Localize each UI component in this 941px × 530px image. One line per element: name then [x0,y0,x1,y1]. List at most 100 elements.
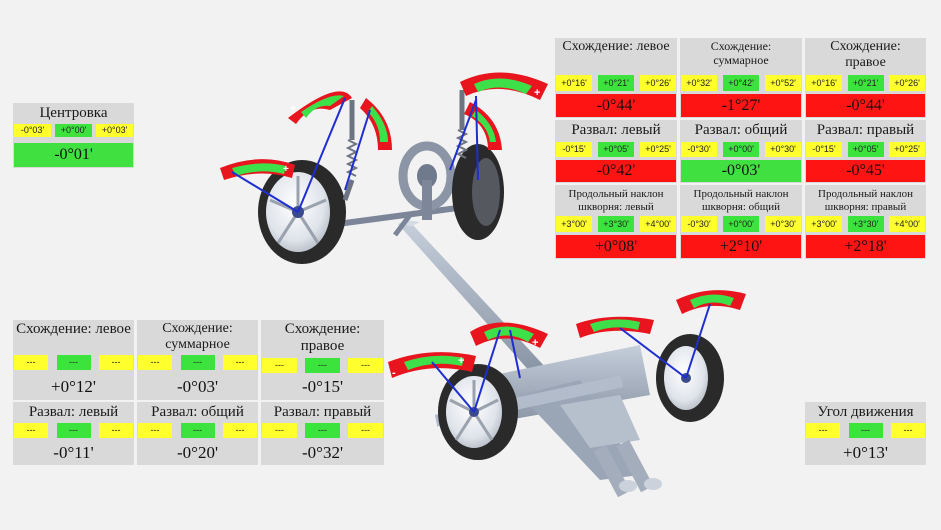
tolerance-min: -0°15' [556,142,592,157]
rear-toe-right-panel: Схождение: правое --- --- --- -0°15' [261,320,384,400]
rear-camber-total-panel: Развал: общий --- --- --- -0°20' [137,402,258,465]
tolerance-max: +0°25' [889,142,925,157]
front-camber-left-title: Развал: левый [571,122,661,138]
front-toe-right-value: -0°44' [806,94,925,117]
front-camber-right-tolerance: -0°15' +0°05' +0°25' [806,142,925,157]
rear-right-wheel [656,334,724,422]
rear-camber-left-tolerance: --- --- --- [14,423,133,438]
front-camber-total-tolerance: -0°30' +0°00' +0°30' [681,142,801,157]
tolerance-max: +4°00' [640,216,676,232]
front-camber-right-title: Развал: правый [816,122,915,138]
front-springs [342,90,469,201]
rear-toe-total-panel: Схождение: суммарное --- --- --- -0°03' [137,320,258,400]
front-caster-right-title-1: Продольный наклон [818,188,913,200]
front-toe-total-tolerance: +0°32' +0°42' +0°52' [681,75,801,91]
gauge-plus-mark: + [532,337,538,349]
front-toe-total-value: -1°27' [681,94,801,117]
rear-left-wheel [438,364,518,460]
tolerance-max: +0°30' [765,216,801,232]
front-camber-total-title: Развал: общий [694,122,788,138]
tolerance-min: --- [262,358,297,373]
rear-camber-total-title: Развал: общий [151,404,244,420]
front-caster-left-value: +0°08' [556,235,676,258]
tolerance-nominal: +0°21' [847,75,884,91]
rear-toe-right-title-1: Схождение: [284,321,361,337]
tolerance-max: --- [99,423,133,438]
rear-camber-left-panel: Развал: левый --- --- --- -0°11' [13,402,134,465]
tolerance-max: --- [223,423,257,438]
front-toe-left-panel: Схождение: левое +0°16' +0°21' +0°26' -0… [555,38,677,118]
tolerance-min: --- [262,423,297,438]
rear-camber-total-value: -0°20' [138,441,257,465]
tolerance-min: +0°32' [681,75,717,91]
tolerance-nominal: --- [305,423,340,438]
tolerance-nominal: --- [180,423,215,438]
thrust-angle-title: Угол движения [817,404,914,420]
gauge-plus-mark: + [283,164,289,175]
front-caster-right-tolerance: +3°00' +3°30' +4°00' [806,216,925,232]
front-camber-left-tolerance: -0°15' +0°05' +0°25' [556,142,676,157]
front-toe-right-title-1: Схождение: [830,39,901,54]
tolerance-max: --- [223,355,257,370]
front-caster-right-value: +2°18' [806,235,925,258]
rear-toe-total-title-2: суммарное [165,337,230,353]
tolerance-nominal: +0°00' [723,142,759,157]
rear-toe-left-title: Схождение: левое [16,321,131,337]
tolerance-nominal: --- [305,358,340,373]
front-camber-total-value: -0°03' [681,160,801,182]
front-caster-left-title-1: Продольный наклон [568,188,664,200]
thrust-angle-tolerance: --- --- --- [806,423,925,438]
tolerance-min: +3°00' [806,216,842,232]
rear-toe-right-title-2: правое [300,338,345,355]
centering-tolerance: -0°03' +0°00' +0°03' [14,124,133,137]
tolerance-min: -0°30' [681,142,717,157]
front-caster-left-panel: Продольный наклон шкворня: левый +3°00' … [555,185,677,259]
rear-toe-left-value: +0°12' [14,375,133,399]
front-camber-left-panel: Развал: левый -0°15' +0°05' +0°25' -0°42… [555,120,677,183]
tolerance-nominal: --- [180,355,215,370]
tolerance-max: +0°30' [765,142,801,157]
front-toe-total-title-1: Схождение: [710,39,772,53]
front-caster-total-title-1: Продольный наклон [693,188,789,200]
front-caster-total-title-2: шкворня: общий [701,200,781,213]
rear-camber-left-value: -0°11' [14,441,133,465]
tolerance-max: +0°03' [96,124,133,137]
tolerance-nominal: +0°00' [723,216,759,232]
rear-measure-lines [431,303,711,413]
tolerance-nominal: +0°05' [847,142,884,157]
front-toe-left-title: Схождение: левое [562,39,670,54]
tolerance-max: --- [348,423,383,438]
tolerance-max: +0°26' [640,75,676,91]
tolerance-max: +4°00' [889,216,925,232]
tolerance-min: +3°00' [556,216,592,232]
front-camber-right-panel: Развал: правый -0°15' +0°05' +0°25' -0°4… [805,120,926,183]
tolerance-min: --- [14,423,48,438]
front-toe-total-panel: Схождение: суммарное +0°32' +0°42' +0°52… [680,38,802,118]
front-camber-total-panel: Развал: общий -0°30' +0°00' +0°30' -0°03… [680,120,802,183]
tolerance-nominal: --- [56,355,91,370]
front-left-wheel [258,160,346,264]
front-caster-total-value: +2°10' [681,235,801,258]
tolerance-min: --- [14,355,48,370]
centering-panel: Центровка -0°03' +0°00' +0°03' -0°01' [13,103,134,168]
tolerance-max: +0°25' [640,142,676,157]
front-camber-right-value: -0°45' [806,160,925,182]
tolerance-min: -0°15' [806,142,842,157]
rear-toe-right-value: -0°15' [262,375,383,399]
rear-right-gauge [576,290,746,338]
rear-toe-left-panel: Схождение: левое --- --- --- +0°12' [13,320,134,400]
front-left-gauge: + + [220,91,392,180]
gauge-plus-mark: + [534,87,540,99]
rear-toe-left-tolerance: --- --- --- [14,355,133,370]
front-measure-lines [231,95,479,213]
front-toe-right-title-2: правое [845,55,886,71]
front-right-gauge: + [460,72,548,150]
tolerance-max: --- [348,358,383,373]
tolerance-max: +0°26' [889,75,925,91]
tolerance-nominal: +0°05' [598,142,634,157]
tolerance-min: -0°30' [681,216,717,232]
tolerance-max: --- [891,423,925,438]
rear-camber-right-value: -0°32' [262,441,383,465]
rear-toe-total-value: -0°03' [138,375,257,399]
